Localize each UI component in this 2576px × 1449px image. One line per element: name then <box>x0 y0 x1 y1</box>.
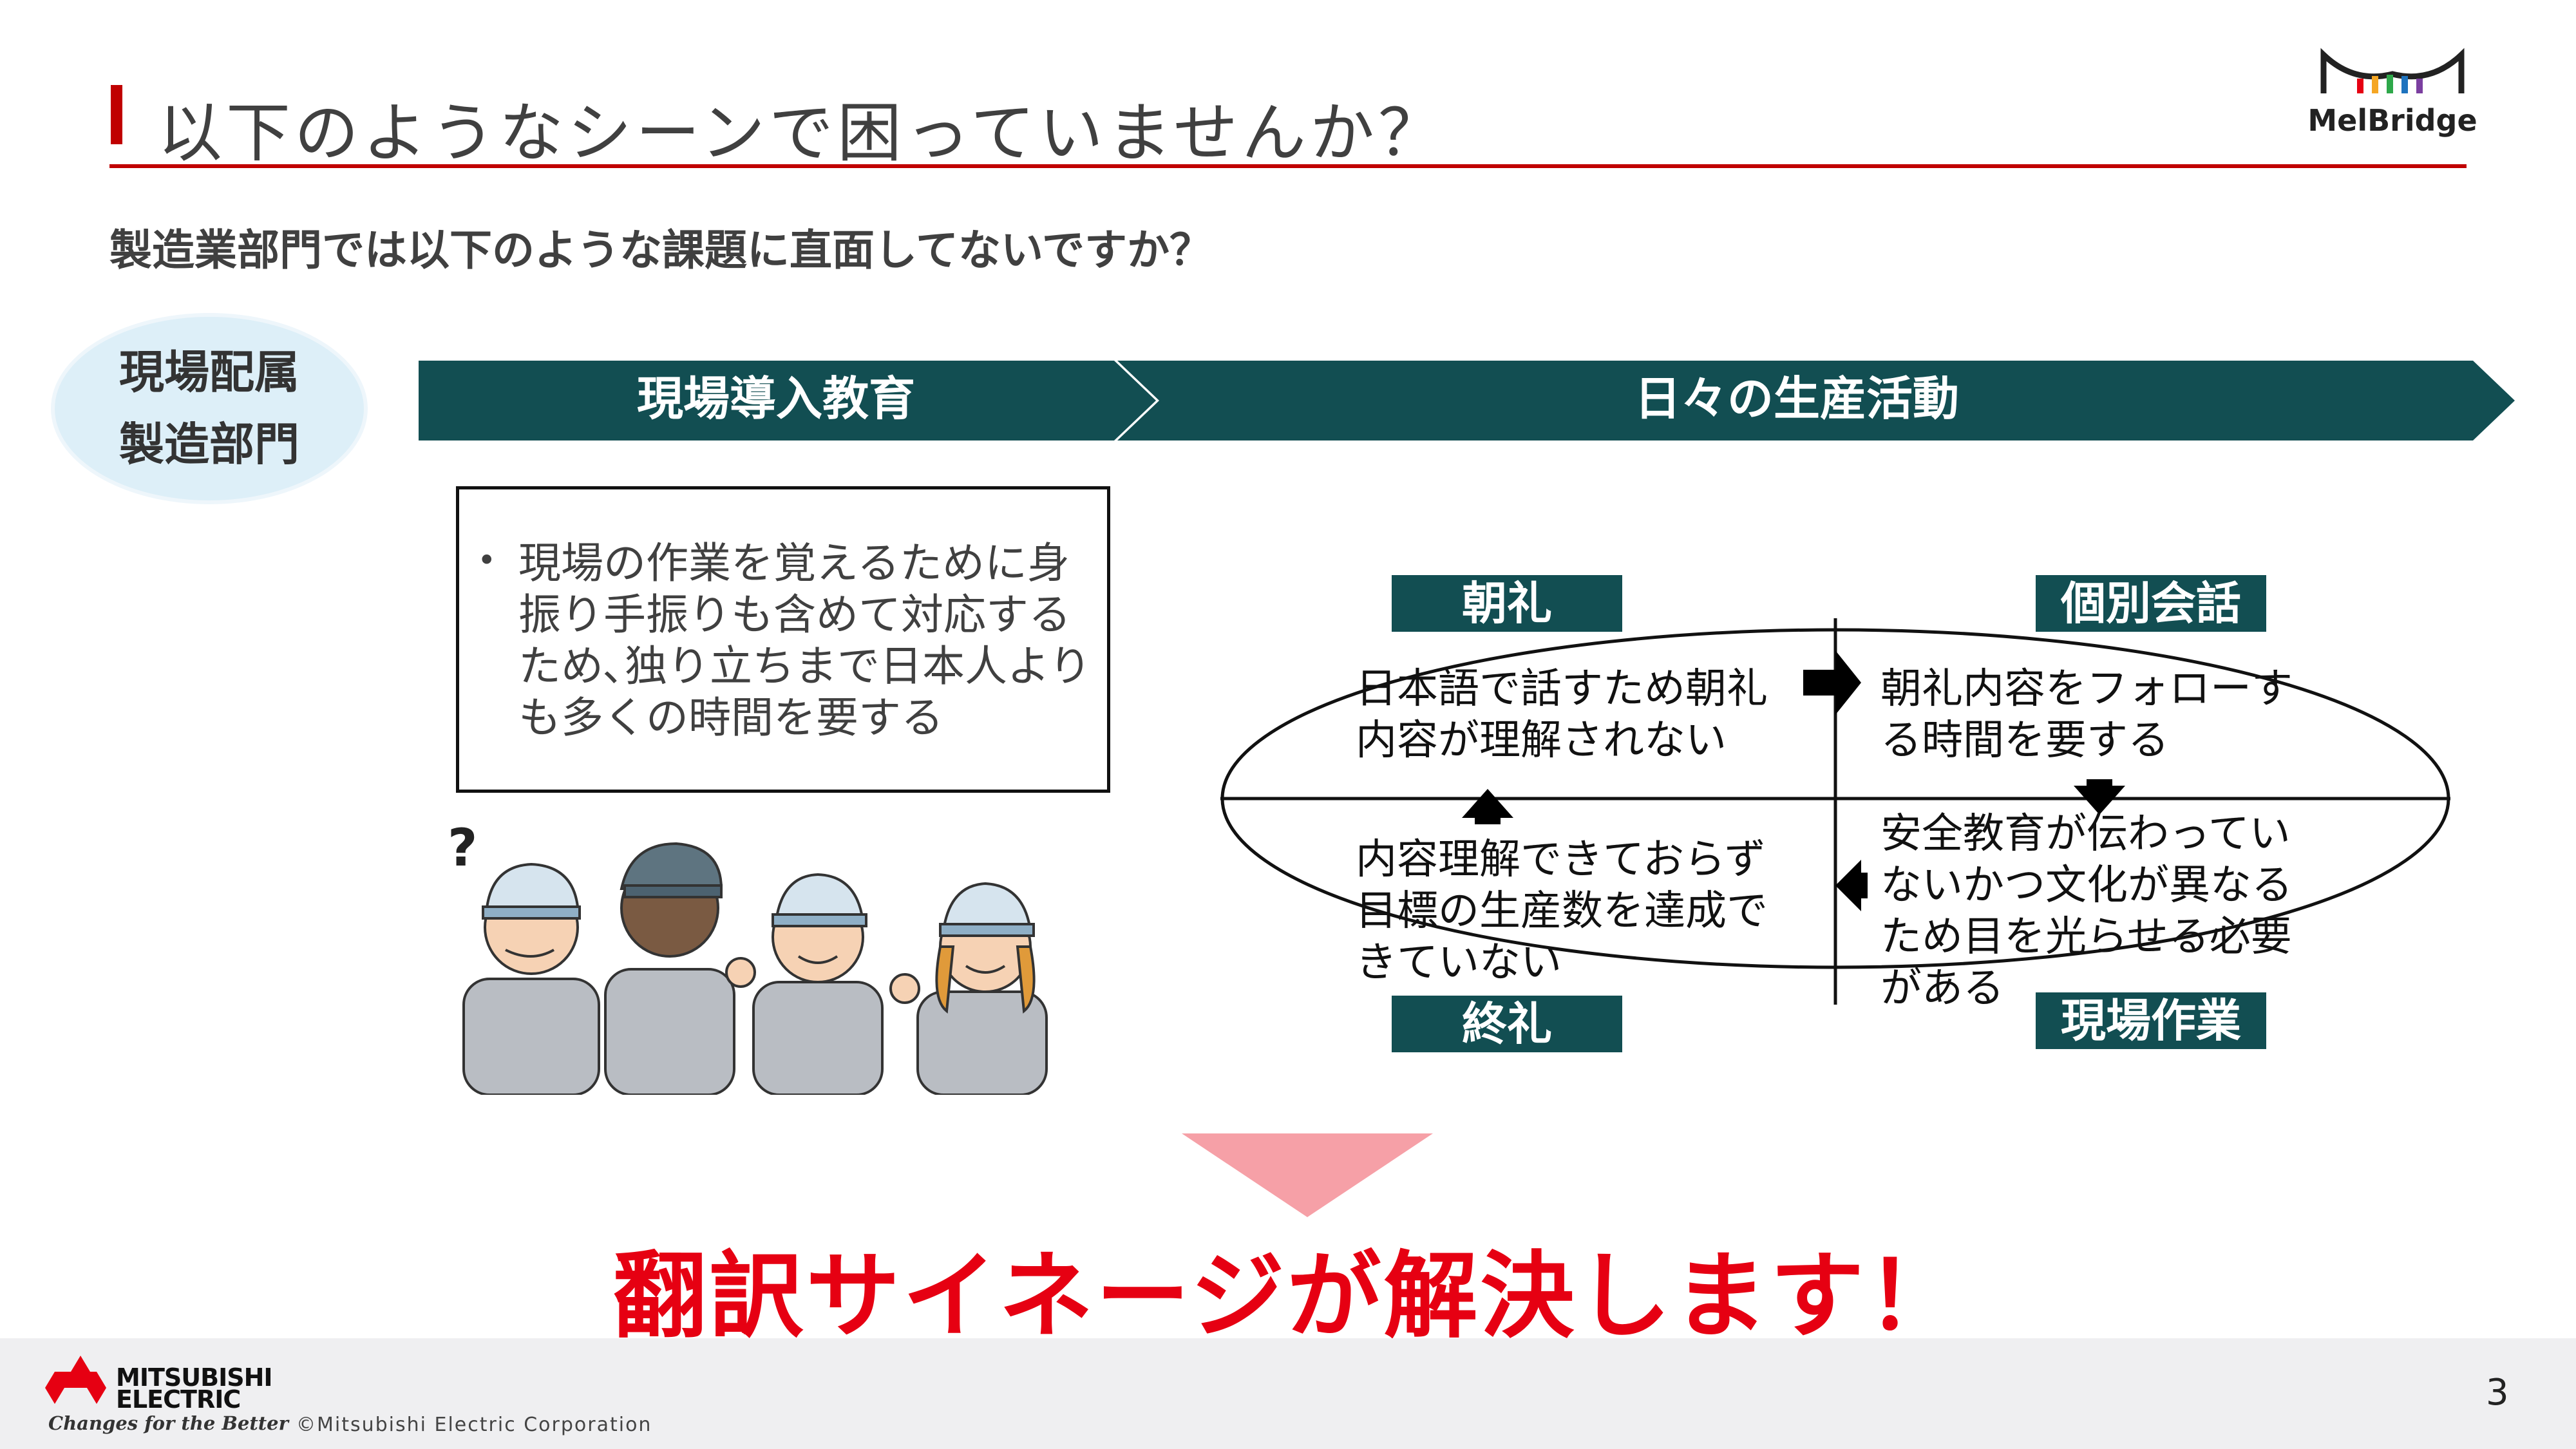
problem-line-4: も多くの時間を要する <box>518 693 943 743</box>
cycle-text-bottom-left-1: 内容理解できておらず <box>1356 836 1766 884</box>
bridge-icon <box>2320 48 2465 93</box>
cycle-text-bottom-right-4: がある <box>1880 965 2004 1012</box>
problem-box: • 現場の作業を覚えるために身 振り手振りも含めて対応する ため､独り立ちまで日… <box>456 486 1110 793</box>
tag-field: 現場作業 <box>2032 989 2270 1053</box>
copyright: ©Mitsubishi Electric Corporation <box>296 1414 652 1436</box>
phase-label-onboarding: 現場導入教育 <box>636 372 915 426</box>
company-name-line-1: MITSUBISHI <box>116 1363 273 1392</box>
problem-bullet: • <box>477 542 497 579</box>
subtitle: 製造業部門では以下のような課題に直面してないですか？ <box>109 225 1213 275</box>
cycle-text-bottom-left-2: 目標の生産数を達成で <box>1356 887 1768 935</box>
tag-field-label: 現場作業 <box>2036 992 2266 1049</box>
page-number: 3 <box>2486 1372 2509 1414</box>
problem-line-2: 振り手振りも含めて対応する <box>518 590 1071 639</box>
cycle-text-top-left-2: 内容が理解されない <box>1356 717 1727 764</box>
cycle-text-top-left-1: 日本語で話すため朝礼 <box>1356 665 1768 713</box>
cycle-arrow-down <box>2074 779 2125 815</box>
company-name: MITSUBISHI ELECTRIC <box>116 1363 273 1414</box>
cycle-text-top-right-1: 朝礼内容をフォローす <box>1880 665 2293 713</box>
solution-headline: 翻訳サイネージが解決します！ <box>612 1242 1964 1351</box>
problem-line-3: ため､独り立ちまで日本人より <box>518 641 1092 691</box>
cycle-diagram <box>1220 618 2450 1005</box>
tag-individual-label: 個別会話 <box>2036 575 2266 632</box>
cycle-arrow-up <box>1462 789 1513 824</box>
cycle-text-bottom-left-3: きていない <box>1356 939 1562 987</box>
tag-closing-label: 終礼 <box>1392 996 1622 1052</box>
company-tagline: Changes for the Better <box>48 1412 289 1434</box>
badge-line-2: 製造部門 <box>119 418 299 471</box>
mitsubishi-diamonds-icon <box>45 1356 106 1404</box>
cycle-text-bottom-right-3: ため目を光らせる必要 <box>1880 913 2292 961</box>
problem-line-1: 現場の作業を覚えるために身 <box>518 538 1070 588</box>
cycle-arrow-right <box>1803 650 1861 715</box>
department-badge: 現場配属 製造部門 <box>55 317 364 500</box>
cycle-text-bottom-right-2: ないかつ文化が異なる <box>1880 862 2293 909</box>
cycle-arrow-left <box>1835 860 1868 911</box>
solution-down-arrow <box>1182 1133 1433 1217</box>
confused-workers-illustration <box>462 842 1048 1095</box>
title-underline <box>109 164 2467 168</box>
melbridge-logo: MelBridge <box>2306 39 2479 148</box>
title-accent-bar <box>111 85 122 144</box>
question-mark: ? <box>448 818 478 878</box>
company-name-line-2: ELECTRIC <box>116 1385 241 1414</box>
phase-arrow-banner <box>419 361 2515 440</box>
page-title: 以下のようなシーンで困っていませんか？ <box>158 95 1446 171</box>
badge-line-1: 現場配属 <box>119 346 299 399</box>
footer-bar <box>0 1338 2576 1449</box>
tag-morning: 朝礼 <box>1388 571 1626 636</box>
tag-morning-label: 朝礼 <box>1392 575 1622 632</box>
melbridge-wordmark: MelBridge <box>2307 103 2477 138</box>
cycle-text-bottom-right-1: 安全教育が伝わってい <box>1880 810 2291 858</box>
tag-closing: 終礼 <box>1388 992 1626 1056</box>
tag-individual: 個別会話 <box>2032 571 2270 636</box>
cycle-text-top-right-2: る時間を要する <box>1880 717 2169 764</box>
phase-label-daily: 日々の生産活動 <box>1634 372 1959 426</box>
